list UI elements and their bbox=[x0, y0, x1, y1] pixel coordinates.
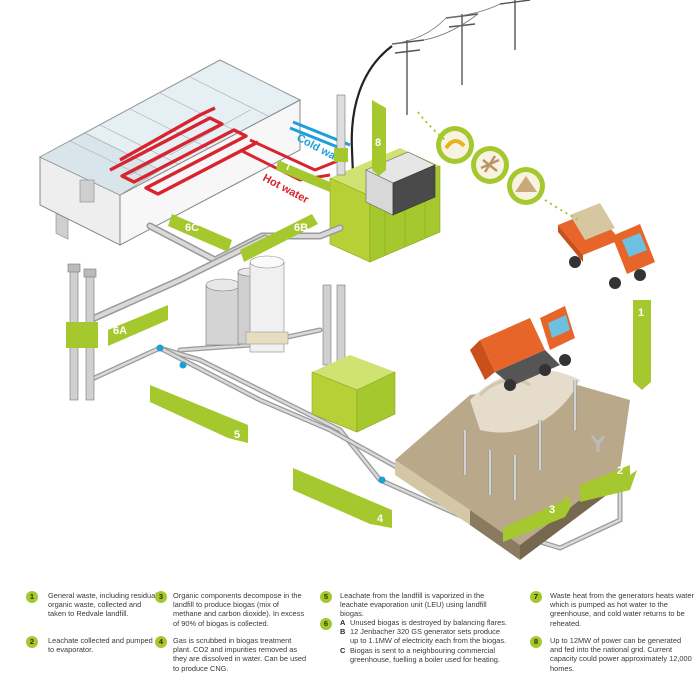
legend-badge-1: 1 bbox=[26, 591, 38, 603]
generator-container bbox=[329, 94, 441, 263]
arrow-6c bbox=[168, 214, 232, 252]
arrow-7-label: 7 bbox=[285, 161, 291, 173]
arrow-1-label: 1 bbox=[638, 307, 644, 319]
arrow-6b bbox=[240, 214, 318, 262]
legend-key-6c: C bbox=[340, 645, 346, 655]
arrow-4-label: 4 bbox=[377, 513, 384, 525]
arrow-1 bbox=[633, 300, 651, 390]
arrow-6b-label: 6B bbox=[294, 222, 308, 234]
arrow-6a-label: 6A bbox=[113, 325, 127, 337]
legend-badge-2: 2 bbox=[26, 636, 38, 648]
legend-text-4: Gas is scrubbed in biogas treatment plan… bbox=[173, 636, 307, 673]
legend-badge-4: 4 bbox=[155, 636, 167, 648]
legend-text-6c: Biogas is sent to a neighbouring commerc… bbox=[350, 645, 500, 664]
legend-item-6b: B 12 Jenbacher 320 GS generator sets prod… bbox=[340, 627, 510, 645]
legend-text-7: Waste heat from the generators heats wat… bbox=[550, 591, 694, 628]
tipper-truck-dumping bbox=[470, 306, 575, 391]
legend-text-3: Organic components decompose in the land… bbox=[173, 591, 305, 628]
legend-item-6c: C Biogas is sent to a neighbouring commer… bbox=[340, 646, 510, 664]
legend-text-2: Leachate collected and pumped to evapora… bbox=[48, 636, 153, 655]
greenhouse bbox=[38, 59, 302, 246]
arrow-6a bbox=[108, 305, 168, 346]
legend-badge-6: 6 bbox=[320, 618, 332, 630]
power-pylons bbox=[391, 0, 531, 115]
leachate-evaporation-unit bbox=[311, 284, 396, 433]
arrow-2-label: 2 bbox=[617, 465, 623, 477]
arrow-8 bbox=[372, 100, 386, 176]
arrow-4 bbox=[293, 468, 392, 528]
grid-cable bbox=[350, 45, 393, 201]
legend-badge-7: 7 bbox=[530, 591, 542, 603]
legend-badge-5: 5 bbox=[320, 591, 332, 603]
organic-waste-icons bbox=[436, 126, 545, 205]
waste-collection-truck bbox=[558, 203, 655, 289]
legend-text-6b: 12 Jenbacher 320 GS generator sets produ… bbox=[350, 627, 507, 646]
arrow-2 bbox=[580, 465, 637, 502]
legend-item-6a: A Unused biogas is destroyed by balancing… bbox=[340, 618, 510, 627]
arrow-6c-label: 6C bbox=[185, 222, 199, 234]
waste-flow-dots bbox=[417, 111, 579, 221]
arrow-5-label: 5 bbox=[234, 429, 240, 441]
arrow-3-label: 3 bbox=[549, 504, 555, 516]
legend-badge-8: 8 bbox=[530, 636, 542, 648]
legend-key-6b: B bbox=[340, 627, 346, 637]
arrow-7 bbox=[276, 160, 330, 192]
heating-pipes bbox=[109, 116, 259, 196]
legend-key-6a: A bbox=[340, 618, 346, 627]
legend-text-8: Up to 12MW of power can be generated and… bbox=[550, 636, 692, 673]
legend-text-6a: Unused biogas is destroyed by balancing … bbox=[350, 618, 507, 627]
landfill-biogas-diagram: Cold water Hot water bbox=[38, 0, 655, 560]
arrow-3 bbox=[503, 492, 572, 542]
biogas-treatment-plant bbox=[205, 255, 289, 353]
legend-text-5: Leachate from the landfill is vaporized … bbox=[340, 591, 487, 619]
process-arrows: 1 2 3 4 5 6A 6B 6C 7 8 bbox=[108, 100, 651, 542]
legend-text-1: General waste, including residual organi… bbox=[48, 591, 157, 619]
balancing-flares bbox=[66, 263, 98, 401]
legend: 1 General waste, including residual orga… bbox=[0, 583, 700, 675]
arrow-8-label: 8 bbox=[375, 137, 381, 149]
legend-badge-3: 3 bbox=[155, 591, 167, 603]
arrow-5 bbox=[150, 385, 248, 443]
water-pipes bbox=[239, 120, 351, 182]
